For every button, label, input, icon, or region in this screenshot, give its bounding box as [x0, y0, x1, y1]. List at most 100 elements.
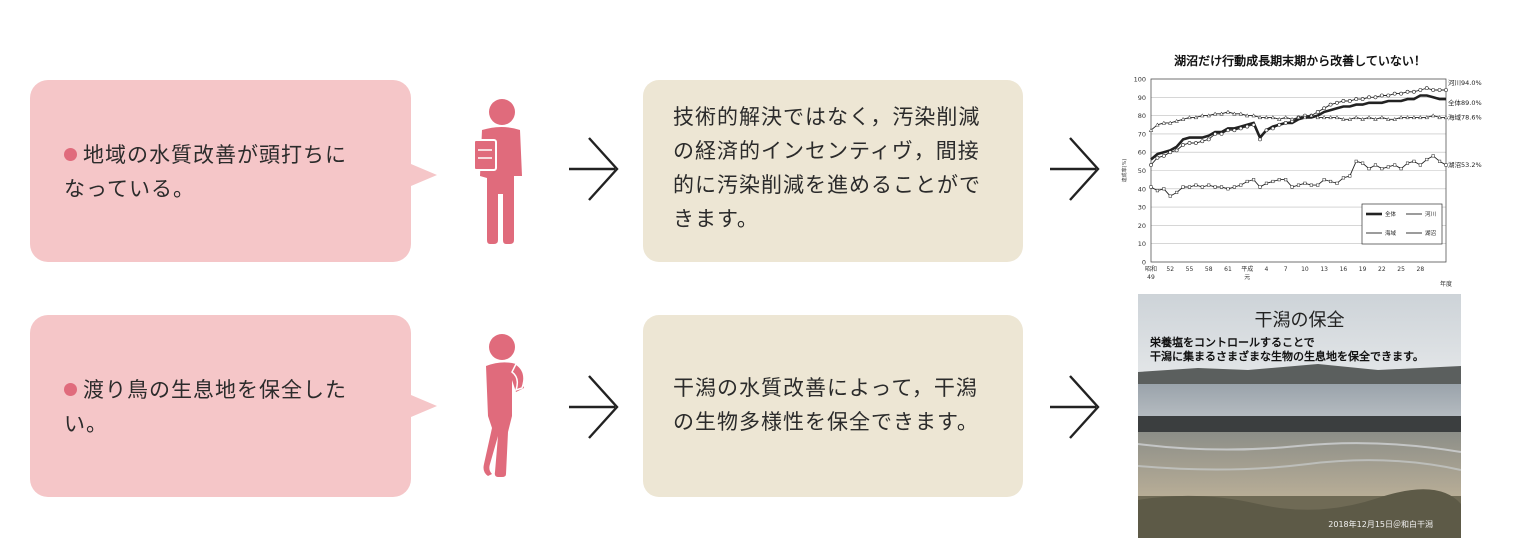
- data-point: [1277, 122, 1282, 127]
- data-point: [1296, 115, 1301, 120]
- data-point: [1284, 178, 1288, 182]
- data-point: [1341, 176, 1345, 180]
- need-bubble-1: 地域の水質改善が頭打ちに なっている。: [30, 80, 437, 262]
- data-point: [1264, 115, 1269, 120]
- data-point: [1373, 163, 1378, 167]
- data-point: [1219, 111, 1224, 116]
- data-point: [1245, 124, 1250, 129]
- data-point: [1347, 116, 1353, 121]
- data-point: [1393, 163, 1397, 167]
- photo-date: 2018年12月15日＠和白干潟: [1328, 520, 1433, 529]
- bullet-icon: [64, 383, 77, 396]
- data-point: [1271, 179, 1275, 184]
- data-point: [1245, 179, 1249, 184]
- data-point: [1430, 113, 1436, 118]
- data-point: [1302, 115, 1308, 120]
- need-text-1: 地域の水質改善が頭打ちに なっている。: [64, 138, 385, 206]
- y-tick-label: 0: [1142, 259, 1146, 267]
- data-point: [1232, 185, 1236, 189]
- y-tick-label: 10: [1138, 240, 1146, 248]
- data-point: [1289, 116, 1295, 121]
- chevron-right-arrow-icon: [569, 375, 619, 439]
- chevron-right-arrow-icon: [569, 137, 619, 201]
- chevron-right-arrow-icon: [1050, 375, 1100, 439]
- series-end-label: 湖沼53.2%: [1448, 160, 1482, 169]
- series-end-label: 海域78.6%: [1448, 112, 1482, 121]
- series-end-label: 河川94.0%: [1448, 79, 1482, 87]
- series-line-海域: [1150, 111, 1446, 131]
- data-point: [1341, 99, 1346, 103]
- chart-svg: 湖沼だけ行動成長期末期から改善していない！0102030405060708090…: [1121, 53, 1482, 288]
- data-point: [1232, 111, 1237, 116]
- data-point: [1175, 190, 1179, 195]
- solution-1-line-4: きます。: [673, 207, 759, 231]
- data-point: [1335, 181, 1339, 185]
- data-point: [1290, 185, 1294, 189]
- data-point: [1444, 163, 1448, 167]
- data-point: [1187, 185, 1192, 189]
- x-tick-label: 25: [1397, 266, 1405, 273]
- data-point: [1174, 118, 1179, 123]
- data-point: [1405, 161, 1410, 165]
- data-point: [1251, 113, 1256, 118]
- data-point: [1328, 102, 1333, 107]
- data-point: [1418, 115, 1423, 120]
- y-tick-label: 40: [1138, 185, 1146, 193]
- data-point: [1187, 141, 1192, 145]
- data-point: [1354, 159, 1358, 163]
- x-tick-label: 19: [1359, 266, 1367, 273]
- series-line-全体: [1150, 94, 1446, 161]
- need-bubble-2: 渡り鳥の生息地を保全した い。: [30, 315, 437, 497]
- data-point: [1373, 95, 1378, 100]
- speech-bubble-tail: [411, 395, 437, 417]
- series-line-湖沼: [1150, 155, 1447, 197]
- data-point: [1379, 115, 1385, 120]
- data-point: [1277, 116, 1282, 121]
- data-point: [1398, 115, 1404, 120]
- data-point: [1412, 159, 1416, 163]
- data-point: [1367, 95, 1371, 100]
- bullet-icon: [64, 148, 77, 161]
- data-point: [1386, 165, 1390, 169]
- data-point: [1213, 185, 1217, 189]
- y-tick-label: 80: [1138, 112, 1146, 120]
- data-point: [1399, 167, 1403, 171]
- solution-2-line-2: の生物多様性を保全できます。: [673, 410, 979, 434]
- solution-box-1: 技術的解決ではなく，汚染削減 の経済的インセンティヴ，間接 的に汚染削減を進める…: [643, 80, 1023, 262]
- y-tick-label: 90: [1138, 94, 1146, 102]
- data-point: [1315, 110, 1320, 114]
- data-point: [1322, 178, 1326, 182]
- data-point: [1258, 137, 1262, 142]
- data-point: [1361, 161, 1365, 165]
- data-point: [1213, 132, 1218, 136]
- data-point: [1438, 159, 1442, 163]
- data-point: [1379, 93, 1384, 98]
- data-point: [1238, 126, 1243, 131]
- data-point: [1219, 132, 1224, 136]
- data-point: [1316, 183, 1320, 187]
- photo-caption-line-2: 干潟に集まるさまざまな生物の生息地を保全できます。: [1150, 350, 1424, 363]
- solution-box-2: 干潟の水質改善によって，干潟 の生物多様性を保全できます。: [643, 315, 1023, 497]
- photo-title: 干潟の保全: [1254, 310, 1345, 331]
- data-point: [1321, 115, 1327, 120]
- y-tick-label: 100: [1134, 76, 1146, 84]
- data-point: [1367, 167, 1371, 171]
- x-tick-label: 28: [1417, 266, 1425, 273]
- y-tick-label: 60: [1138, 149, 1146, 157]
- data-point: [1149, 185, 1153, 189]
- data-point: [1309, 113, 1314, 118]
- x-tick-label: 4: [1265, 266, 1269, 273]
- y-tick-label: 50: [1138, 167, 1146, 175]
- data-point: [1252, 178, 1256, 182]
- data-point: [1392, 116, 1397, 121]
- data-point: [1181, 142, 1185, 147]
- need-text-2: 渡り鳥の生息地を保全した い。: [64, 373, 385, 441]
- data-point: [1206, 113, 1211, 118]
- data-point: [1360, 116, 1365, 121]
- data-point: [1424, 115, 1429, 120]
- x-tick-sublabel: 49: [1147, 274, 1155, 281]
- data-point: [1335, 100, 1339, 105]
- series-end-label: 全体89.0%: [1448, 98, 1482, 107]
- legend-label: 海域: [1385, 229, 1397, 237]
- data-point: [1148, 127, 1154, 132]
